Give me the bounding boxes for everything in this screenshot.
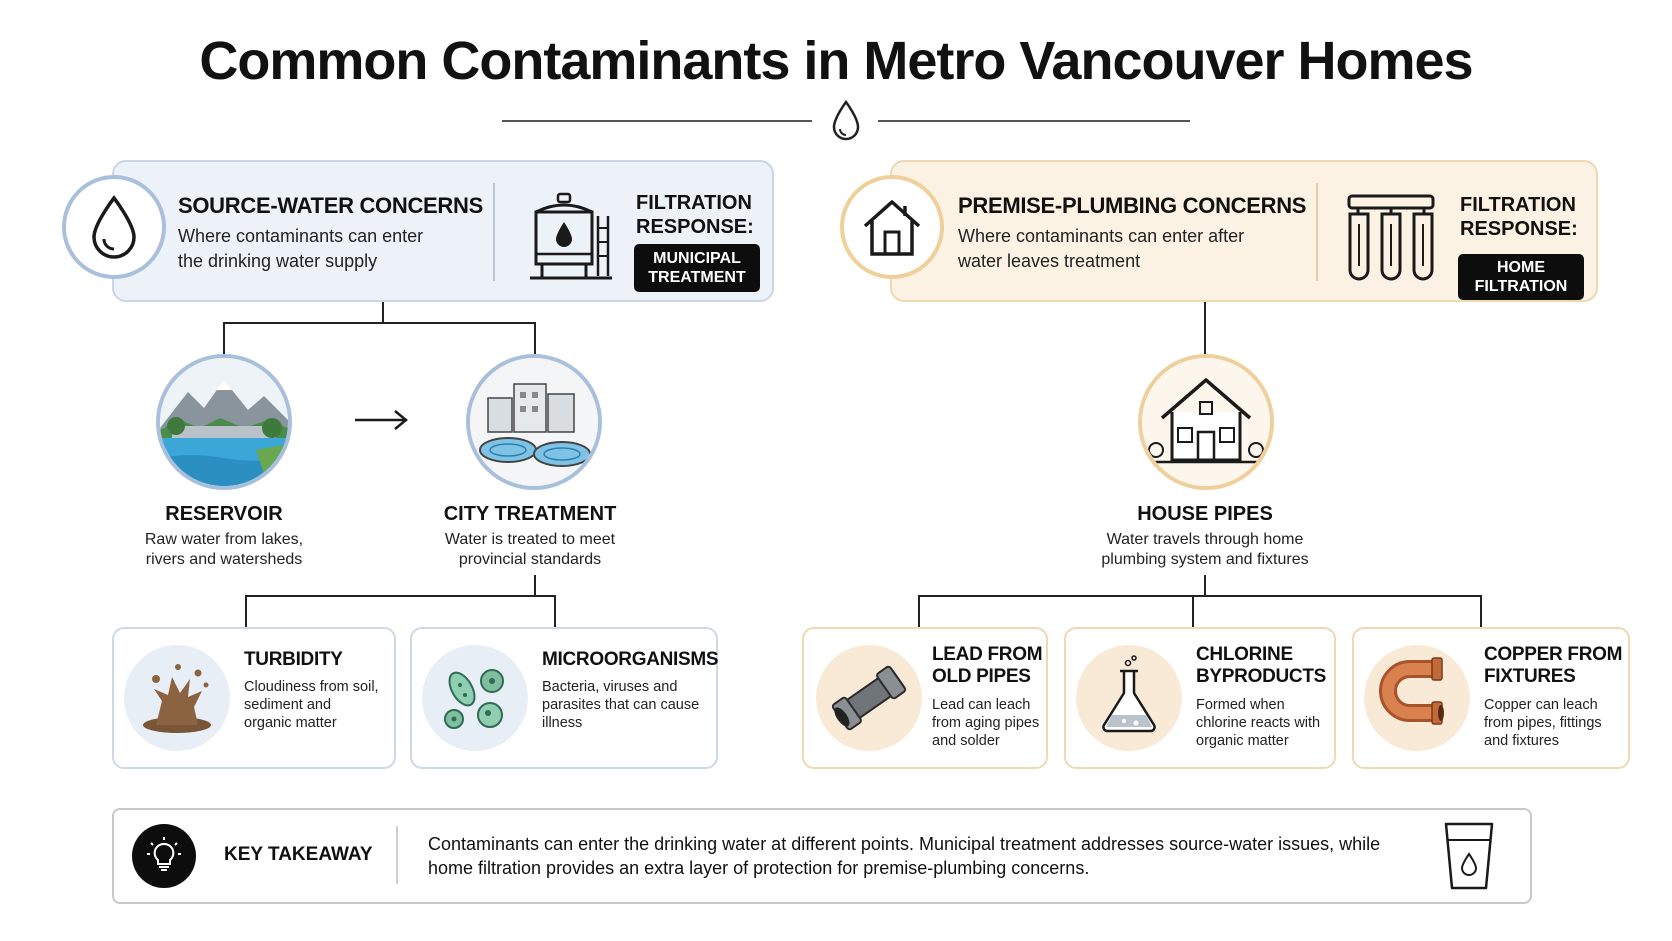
premise-house-icon (840, 175, 944, 279)
filter-cartridges-icon (1346, 192, 1436, 282)
connector-source-bar (223, 322, 536, 324)
home-filtration-badge: HOME FILTRATION (1458, 254, 1584, 300)
connector-turbidity (245, 595, 247, 627)
key-takeaway-label: KEY TAKEAWAY (224, 844, 373, 865)
house-pipes-illustration (1138, 354, 1274, 490)
connector-lead (918, 595, 920, 627)
source-filtration-label: FILTRATION RESPONSE: (636, 192, 754, 238)
copper-title: COPPER FROM FIXTURES (1484, 644, 1623, 687)
source-water-panel (112, 160, 774, 302)
chlorine-title: CHLORINE BYPRODUCTS (1196, 644, 1327, 687)
municipal-treatment-badge: MUNICIPAL TREATMENT (634, 244, 760, 292)
connector-city (534, 322, 536, 354)
lead-title: LEAD FROM OLD PIPES (932, 644, 1043, 687)
reservoir-description: Raw water from lakes, rivers and watersh… (144, 531, 304, 568)
reservoir-illustration (156, 354, 292, 490)
microorganisms-description: Bacteria, viruses and parasites that can… (542, 679, 700, 731)
connector-house-stem (1204, 575, 1206, 597)
plumbing-panel-separator (1316, 183, 1318, 281)
connector-cards-bar (245, 595, 556, 597)
city-treatment-label: CITY TREATMENT (443, 503, 617, 525)
connector-plumbing-cards-bar (918, 595, 1482, 597)
house-pipes-label: HOUSE PIPES (1137, 503, 1273, 525)
page-title: Common Contaminants in Metro Vancouver H… (199, 31, 1473, 91)
lead-description: Lead can leach from aging pipes and sold… (932, 697, 1040, 749)
key-takeaway-separator (396, 826, 398, 884)
source-panel-separator (493, 183, 495, 281)
microorganisms-title: MICROORGANISMS (542, 649, 719, 670)
source-panel-description: Where contaminants can enter the drinkin… (178, 226, 424, 271)
connector-copper (1480, 595, 1482, 627)
lightbulb-icon (132, 824, 196, 888)
connector-city-stem (534, 575, 536, 597)
key-takeaway-box (112, 808, 1532, 904)
connector-source-stem (382, 302, 384, 324)
turbidity-description: Cloudiness from soil, sediment and organ… (244, 679, 379, 731)
connector-reservoir (223, 322, 225, 354)
microbes-icon (422, 645, 528, 751)
connector-microorganisms (554, 595, 556, 627)
key-takeaway-text: Contaminants can enter the drinking wate… (428, 834, 1381, 878)
flask-icon (1076, 645, 1182, 751)
reservoir-label: RESERVOIR (165, 503, 283, 525)
plumbing-filtration-label: FILTRATION RESPONSE: (1460, 194, 1578, 240)
turbidity-title: TURBIDITY (244, 649, 343, 670)
source-water-drop-icon (62, 175, 166, 279)
copper-description: Copper can leach from pipes, fittings an… (1484, 697, 1602, 749)
title-drop-icon (826, 98, 866, 144)
arrow-right-icon (353, 408, 409, 432)
connector-chlorine (1192, 595, 1194, 627)
mud-splash-icon (124, 645, 230, 751)
city-treatment-description: Water is treated to meet provincial stan… (444, 531, 616, 568)
title-divider-left (502, 120, 812, 122)
water-tower-icon (528, 190, 614, 280)
connector-plumbing-stem (1204, 302, 1206, 354)
plumbing-panel-description: Where contaminants can enter after water… (958, 226, 1245, 271)
source-panel-title: SOURCE-WATER CONCERNS (178, 193, 483, 218)
water-glass-icon (1440, 820, 1498, 892)
chlorine-description: Formed when chlorine reacts with organic… (1196, 697, 1321, 749)
lead-pipe-icon (816, 645, 922, 751)
copper-pipe-icon (1364, 645, 1470, 751)
title-divider-right (878, 120, 1190, 122)
city-treatment-illustration (466, 354, 602, 490)
plumbing-panel-title: PREMISE-PLUMBING CONCERNS (958, 193, 1307, 218)
house-pipes-description: Water travels through home plumbing syst… (1101, 531, 1309, 568)
